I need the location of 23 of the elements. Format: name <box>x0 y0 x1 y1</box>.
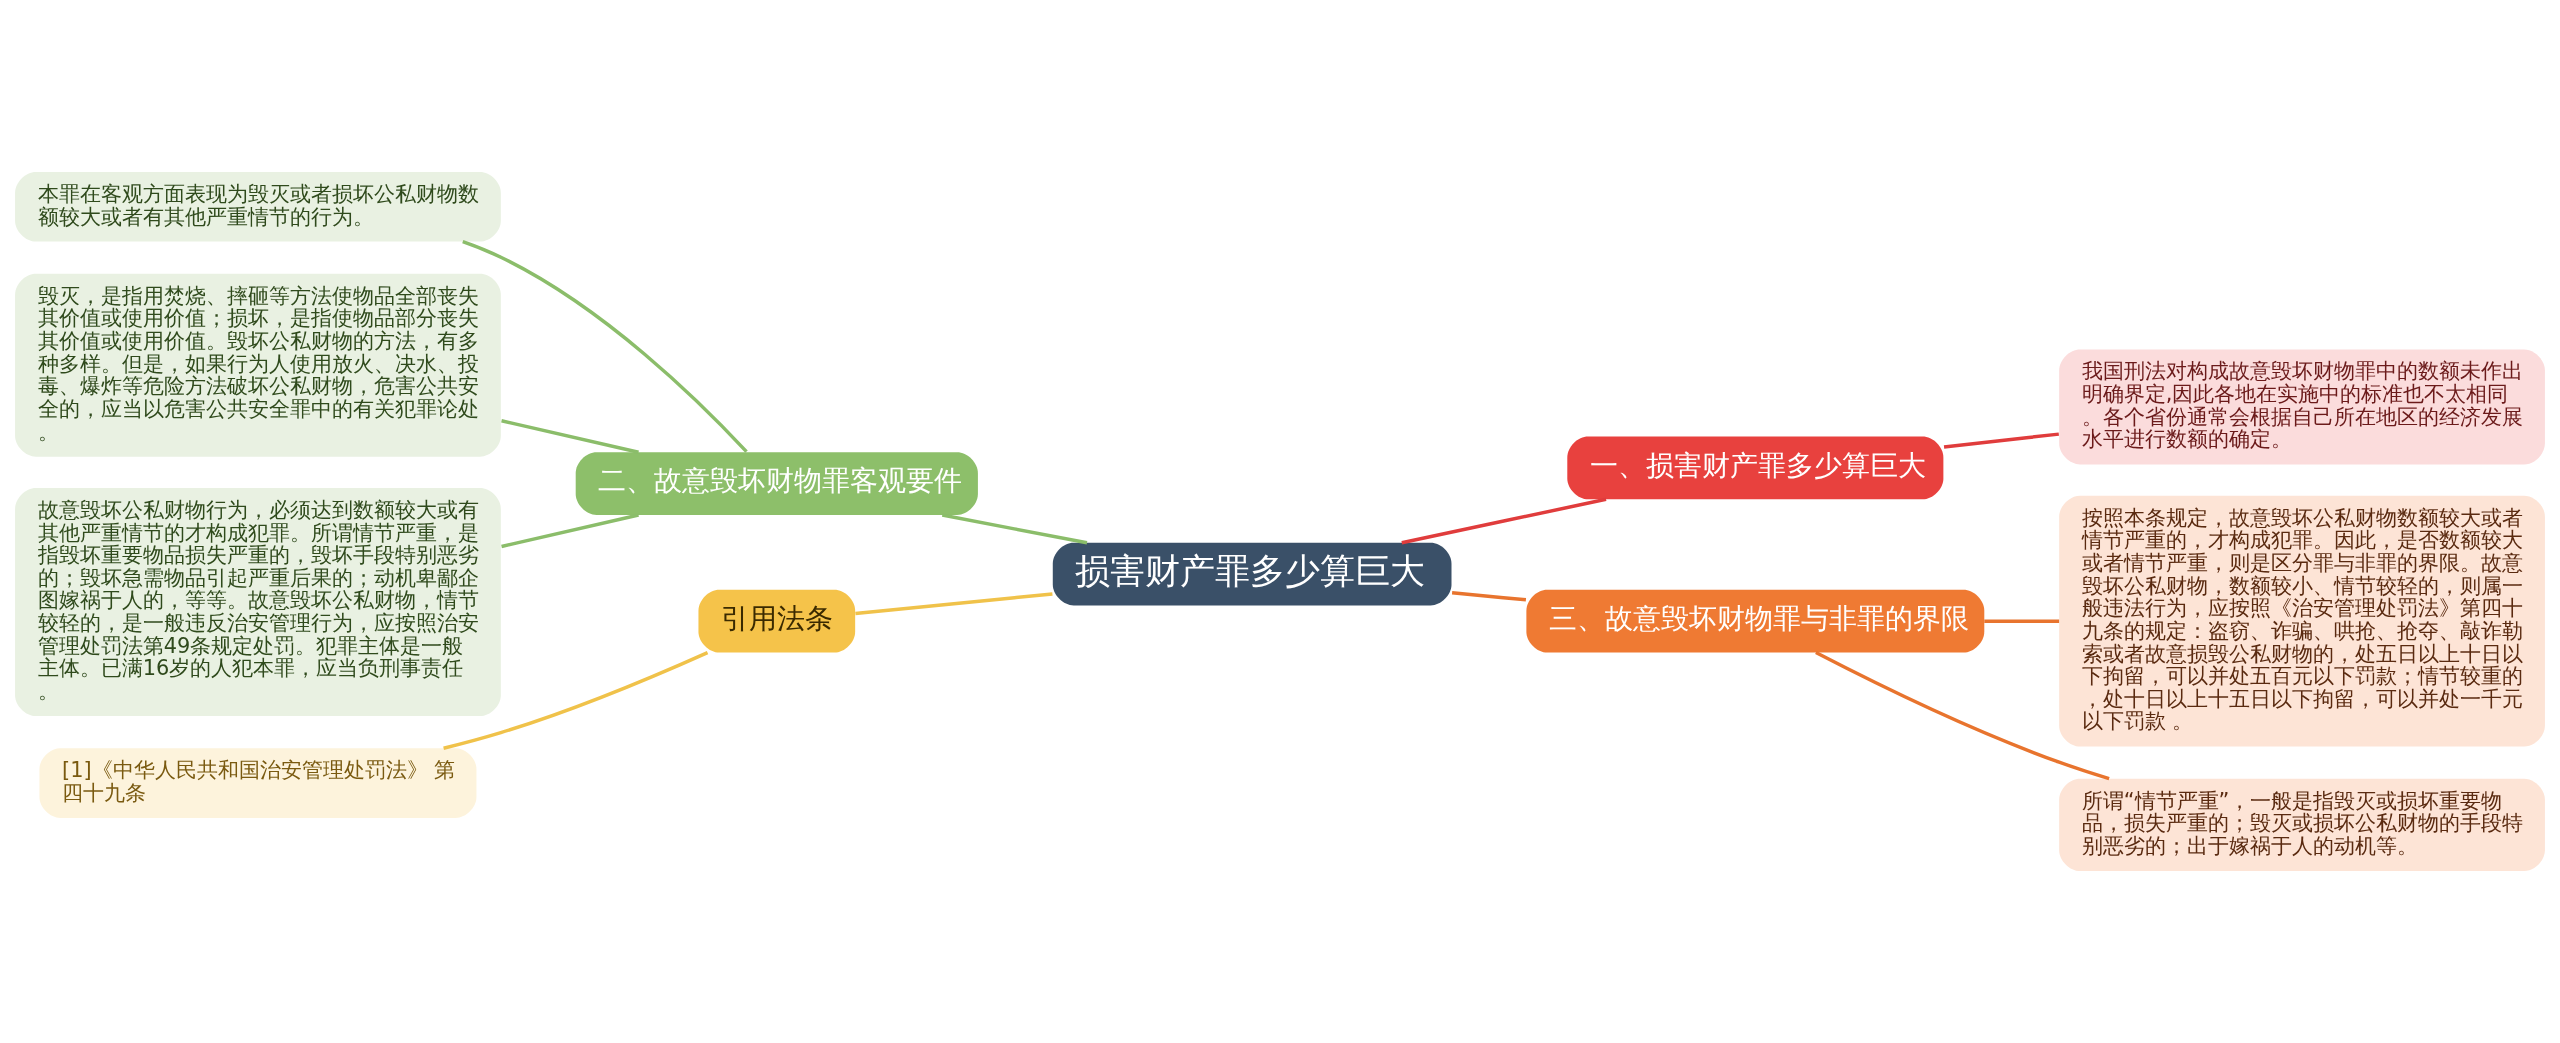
node-box: 按照本条规定，故意毁坏公私财物数额较大或者情节严重的，才构成犯罪。因此，是否数额较大或者情节严重，则是区分罪与非罪的界限。故意毁坏公私财物，数额较小、情节较轻的，则属一般违法行为，应按照《治安管理处罚法》第四十九条的规定：盗窃、诈骗、哄抢、抢夺、敲诈勒索或者故意损毁公私财物的，处五日以上十日以下拘留，可以并处五百元以下罚款；情节较重的，处十日以上十五日以下拘留，可以并处一千元以下罚款 。 <box>2059 495 2545 747</box>
connector <box>1451 591 1527 602</box>
connector <box>941 513 1088 545</box>
connector <box>443 651 709 750</box>
node-box: 三、故意毁坏财物罪与非罪的界限 <box>1526 589 1985 653</box>
connector <box>501 513 639 549</box>
connector <box>1984 619 2060 623</box>
connector <box>501 419 639 454</box>
node-box: 一、损害财产罪多少算巨大 <box>1567 436 1944 500</box>
node-box: 引用法条 <box>698 589 856 653</box>
node-box: 本罪在客观方面表现为毁灭或者损坏公私财物数额较大或者有其他严重情节的行为。 <box>15 171 501 242</box>
node-box: 二、故意毁坏财物罪客观要件 <box>575 452 978 515</box>
connector <box>855 592 1053 616</box>
connector <box>1815 651 2110 781</box>
node-box: 所谓“情节严重”，一般是指毁灭或损坏重要物品，损失严重的；毁灭或损坏公私财物的手段特别恶劣的；出于嫁祸于人的动机等。 <box>2059 778 2545 872</box>
connector <box>1943 432 2059 449</box>
node-box: 损害财产罪多少算巨大 <box>1052 542 1452 606</box>
node-box: [1]《中华人民共和国治安管理处罚法》 第四十九条 <box>39 748 477 818</box>
node-box: 我国刑法对构成故意毁坏财物罪中的数额未作出明确界定,因此各地在实施中的标准也不太相同。各个省份通常会根据自己所在地区的经济发展水平进行数额的确定。 <box>2059 349 2545 465</box>
node-box: 毁灭，是指用焚烧、摔砸等方法使物品全部丧失其价值或使用价值；损坏，是指使物品部分丧失其价值或使用价值。毁坏公私财物的方法，有多种多样。但是，如果行为人使用放火、决水、投毒、爆炸等危险方法破坏公私财物，危害公共安全的，应当以危害公共安全罪中的有关犯罪论处。 <box>15 273 501 457</box>
connector <box>1401 497 1607 545</box>
connector <box>462 240 748 453</box>
node-box: 故意毁坏公私财物行为，必须达到数额较大或有其他严重情节的才构成犯罪。所谓情节严重，是指毁坏重要物品损失严重的，毁坏手段特别恶劣的；毁坏急需物品引起严重后果的；动机卑鄙企图嫁祸于人的，等等。故意毁坏公私财物，情节较轻的，是一般违反治安管理行为，应按照治安管理处罚法第49条规定处罚。犯罪主体是一般主体。已满16岁的人犯本罪，应当负刑事责任。 <box>15 488 501 717</box>
